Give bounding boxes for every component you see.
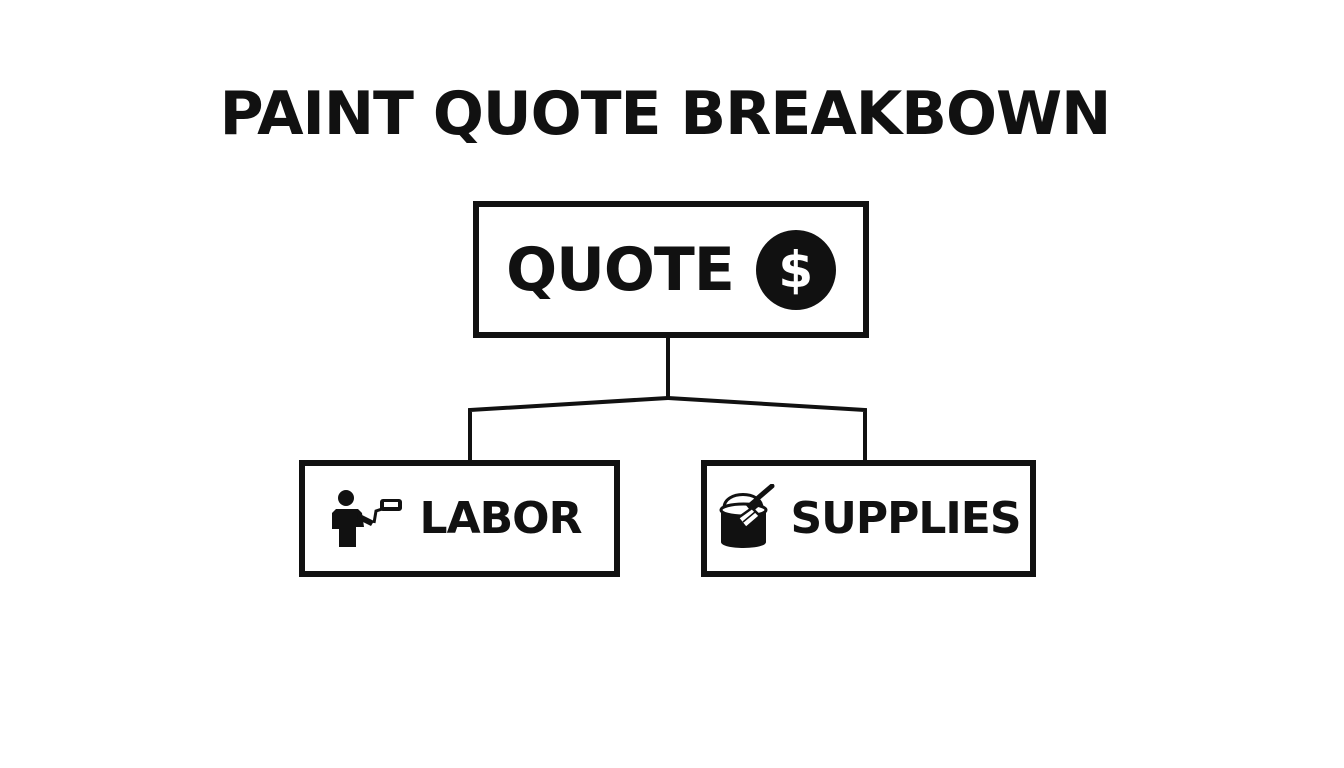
labor-node-label: LABOR xyxy=(419,492,583,544)
quote-node-label: QUOTE xyxy=(506,234,735,305)
labor-node: LABOR xyxy=(299,460,620,577)
page-title: PAINT QUOTE BREAKBOWN xyxy=(219,79,1112,149)
supplies-node-label: SUPPLIES xyxy=(790,492,1021,544)
dollar-icon: $ xyxy=(755,229,836,310)
connector-to-supplies xyxy=(665,395,867,462)
quote-node: QUOTE $ xyxy=(473,201,869,338)
painter-roller-icon xyxy=(331,489,402,547)
paint-can-brush-icon xyxy=(719,483,775,548)
supplies-node: SUPPLIES xyxy=(701,460,1036,577)
connector-to-labor xyxy=(468,395,671,462)
